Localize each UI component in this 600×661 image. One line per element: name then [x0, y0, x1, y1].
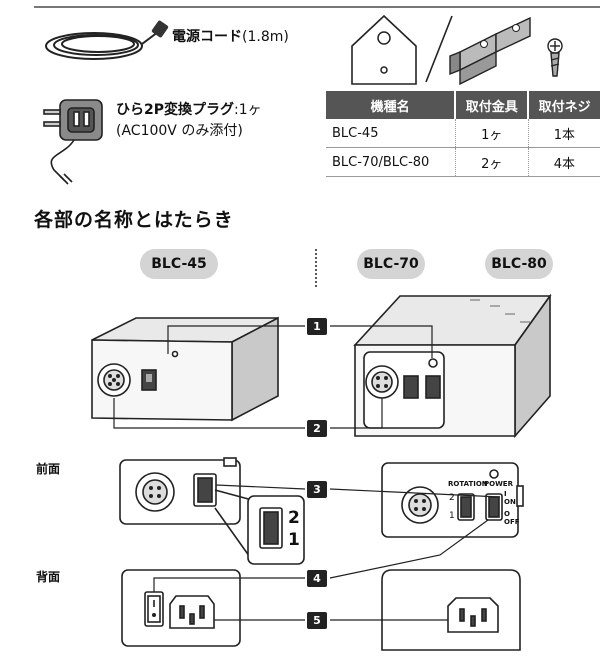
power-off-label: O OFF — [504, 510, 520, 526]
mounting-parts-table: 機種名 取付金具 取付ネジ BLC-45 1ヶ 1本 BLC-70/BLC-80… — [326, 91, 600, 177]
adapter-plug-label: ひら2P変換プラグ:1ヶ — [116, 102, 262, 118]
table-header-model: 機種名 — [326, 91, 457, 119]
model-pill-blc-70: BLC-70 — [357, 249, 425, 279]
mounting-brackets-icon — [351, 14, 563, 86]
power-on-label: I ON — [504, 490, 516, 506]
callout-3: 3 — [307, 481, 327, 498]
callout-4: 4 — [307, 570, 327, 587]
power-label: POWER — [484, 480, 513, 488]
table-row: BLC-45 1ヶ 1本 — [326, 119, 600, 148]
front-view-label: 前面 — [36, 462, 61, 476]
table-header-screw: 取付ネジ — [528, 91, 600, 119]
back-view-label: 背面 — [36, 570, 61, 584]
model-pill-blc-45: BLC-45 — [140, 249, 218, 279]
top-rule — [34, 6, 600, 8]
blc-45-front-view — [119, 457, 241, 525]
rotation-pos-2: 2 — [449, 493, 455, 503]
blc-45-unit-image — [91, 316, 279, 422]
zoom-pos-1: 1 — [288, 530, 300, 550]
callout-1: 1 — [307, 318, 327, 335]
adapter-plug-note: (AC100V のみ添付) — [116, 123, 243, 139]
callout-leaders — [113, 325, 501, 621]
model-divider — [315, 249, 317, 287]
rotation-label: ROTATION — [448, 480, 488, 488]
callout-2: 2 — [307, 420, 327, 437]
zoom-pos-2: 2 — [288, 508, 300, 528]
rotation-pos-1: 1 — [449, 511, 455, 521]
callout-5: 5 — [307, 612, 327, 629]
adapter-plug-icon — [43, 99, 103, 185]
power-cord-icon — [45, 20, 169, 60]
blc-70-80-back-view — [381, 569, 521, 651]
switch-zoom-view — [214, 489, 305, 565]
power-cord-label: 電源コード(1.8m) — [172, 29, 289, 45]
table-row: BLC-70/BLC-80 2ヶ 4本 — [326, 147, 600, 177]
model-pill-blc-80: BLC-80 — [485, 249, 553, 279]
blc-70-80-front-view — [381, 462, 524, 538]
section-title: 各部の名称とはたらき — [34, 209, 234, 231]
blc-45-back-view — [121, 569, 241, 647]
blc-70-unit-image — [353, 293, 552, 439]
table-header-bracket: 取付金具 — [455, 91, 530, 119]
